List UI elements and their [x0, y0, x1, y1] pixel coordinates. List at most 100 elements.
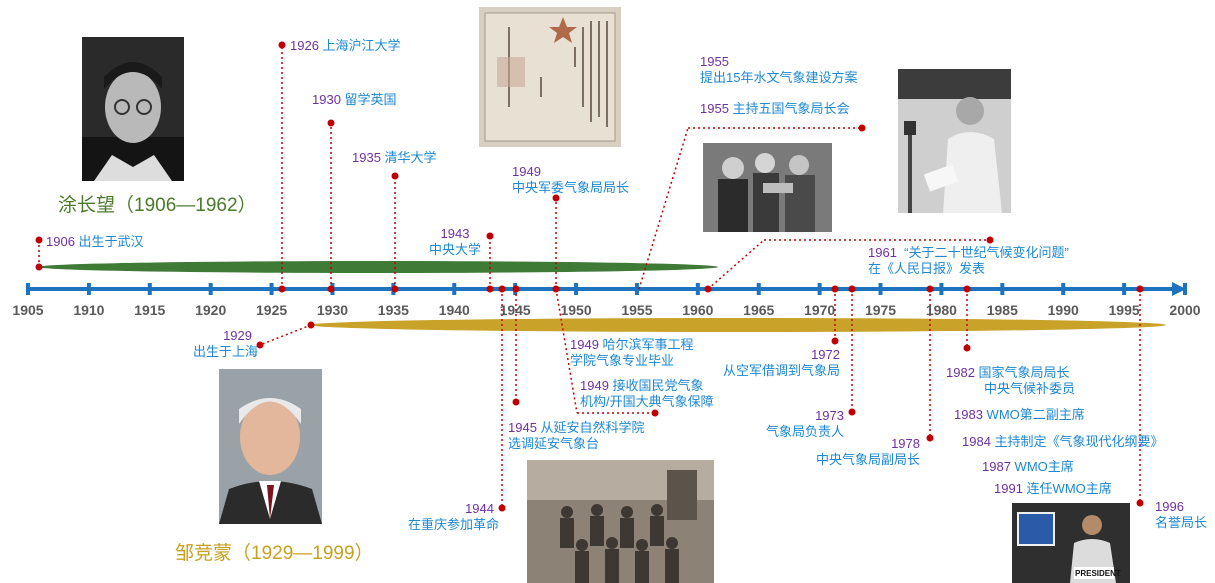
event-1982: 1982 国家气象局局长 中央气候补委员: [946, 365, 1076, 396]
axis-tick-label: 1930: [316, 302, 349, 318]
dot-1996-end: [1136, 499, 1144, 507]
dot-1945-end: [512, 398, 520, 406]
dot-1930: [327, 285, 335, 293]
dot-1982-end: [963, 344, 971, 352]
tu-lifespan-bar: [38, 261, 718, 273]
wmo-president-photo: PRESIDENT: [1012, 503, 1130, 583]
axis-tick: [1000, 283, 1005, 295]
event-1973: 1973 气象局负责人: [765, 408, 844, 439]
axis-tick-label: 1955: [621, 302, 653, 318]
axis-tick-label: 1970: [804, 302, 836, 318]
event-1987: 1987 WMO主席: [982, 459, 1074, 474]
leader-1961: [707, 239, 765, 290]
axis-tick-label: 1950: [560, 302, 592, 318]
axis-tick-label: 1985: [986, 302, 1018, 318]
axis-tick-label: 1980: [925, 302, 957, 318]
axis-tick-label: 1975: [864, 302, 897, 318]
axis-tick-label: 1920: [195, 302, 227, 318]
dot-1935: [391, 285, 399, 293]
leader-1929: [259, 324, 312, 346]
axis-tick: [26, 283, 30, 295]
dot-1949-end: [552, 194, 560, 202]
zou-portrait-photo: [219, 369, 322, 524]
tu-name: 涂长望（1906—1962）: [58, 195, 257, 216]
axis-tick: [878, 283, 883, 295]
event-1991: 1991 连任WMO主席: [994, 481, 1112, 496]
speech-microphone-photo: [898, 69, 1011, 213]
axis-tick-label: 1915: [134, 302, 166, 318]
event-1929: 1929 出生于上海: [192, 328, 258, 359]
dot-1943-end: [486, 232, 494, 240]
yan-an-group-photo: [527, 460, 714, 583]
dot-1961-end: [986, 236, 994, 244]
event-1978: 1978 中央气象局副局长: [815, 436, 920, 467]
axis-tick: [634, 283, 639, 295]
axis-tick: [574, 283, 579, 295]
axis-tick: [269, 283, 274, 295]
axis-tick-label: 1910: [73, 302, 105, 318]
axis-tick-label: 2000: [1169, 302, 1201, 318]
axis-tick: [452, 283, 457, 295]
event-1949-takeover: 1949 接收国民党气象 机构/开国大典气象保障: [580, 378, 714, 409]
leader-1949b: [555, 288, 578, 414]
axis-tick-label: 1925: [256, 302, 288, 318]
dot-1929: [307, 321, 315, 329]
axis-tick: [817, 283, 822, 295]
dot-1945: [512, 285, 520, 293]
dot-1955-end: [858, 124, 866, 132]
dot-1978-end: [926, 434, 934, 442]
axis-tick-label: 1935: [377, 302, 409, 318]
axis-tick: [1061, 283, 1066, 295]
event-1935: 1935 清华大学: [352, 150, 437, 165]
axis-tick-label: 1945: [499, 302, 531, 318]
zou-lifespan-bar: [310, 318, 1166, 332]
axis-tick-label: 1960: [682, 302, 714, 318]
president-badge-text: PRESIDENT: [1075, 569, 1121, 578]
event-1984: 1984 主持制定《气象现代化纲要》: [962, 434, 1164, 449]
event-1961: 1961 “关于二十世纪气候变化问题” 在《人民日报》发表: [868, 245, 1069, 276]
axis-tick: [208, 283, 213, 295]
appointment-document-photo: [479, 7, 621, 147]
dot-1982: [963, 285, 971, 293]
event-1983: 1983 WMO第二副主席: [954, 407, 1085, 422]
dot-1972-end: [831, 337, 839, 345]
meeting-handshake-photo: [703, 143, 832, 232]
axis-tick: [695, 283, 700, 295]
dot-1973: [848, 285, 856, 293]
dot-1944-end: [498, 504, 506, 512]
dot-1972: [831, 285, 839, 293]
leader-lines: [38, 45, 1141, 508]
dot-1926: [278, 285, 286, 293]
dot-1926-end: [278, 41, 286, 49]
dot-1944: [498, 285, 506, 293]
axis-tick-label: 1995: [1108, 302, 1140, 318]
axis-tick: [86, 283, 91, 295]
event-1955-meeting: 1955 主持五国气象局长会: [700, 101, 850, 116]
dot-1949b-end: [651, 409, 659, 417]
axis-tick: [939, 283, 944, 295]
event-1926: 1926 上海沪江大学: [290, 38, 401, 53]
event-1955-plan: 1955 提出15年水文气象建设方案: [700, 54, 858, 85]
dot-1996: [1136, 285, 1144, 293]
event-dots: [35, 41, 1144, 512]
event-1906: 1906 出生于武汉: [46, 234, 144, 249]
event-1943: 1943 中央大学: [428, 226, 481, 257]
event-1944: 1944 在重庆参加革命: [408, 501, 500, 532]
dot-1949: [552, 285, 560, 293]
dot-1930-end: [327, 119, 335, 127]
leader-1955: [638, 127, 689, 290]
axis-tick: [756, 283, 761, 295]
axis-tick: [147, 283, 152, 295]
axis-tick-label: 1990: [1047, 302, 1079, 318]
event-1972: 1972 从空军借调到气象局: [722, 347, 840, 378]
dot-1929-end: [256, 341, 264, 349]
dot-1935-end: [391, 172, 399, 180]
axis-tick-label: 1940: [438, 302, 470, 318]
event-1949-harbin: 1949 哈尔滨军事工程 学院气象专业毕业: [570, 337, 694, 368]
axis-tick-label: 1965: [743, 302, 775, 318]
axis-tick: [1122, 283, 1127, 295]
time-axis-arrow: [1172, 282, 1186, 296]
dot-1906-end: [35, 236, 43, 244]
